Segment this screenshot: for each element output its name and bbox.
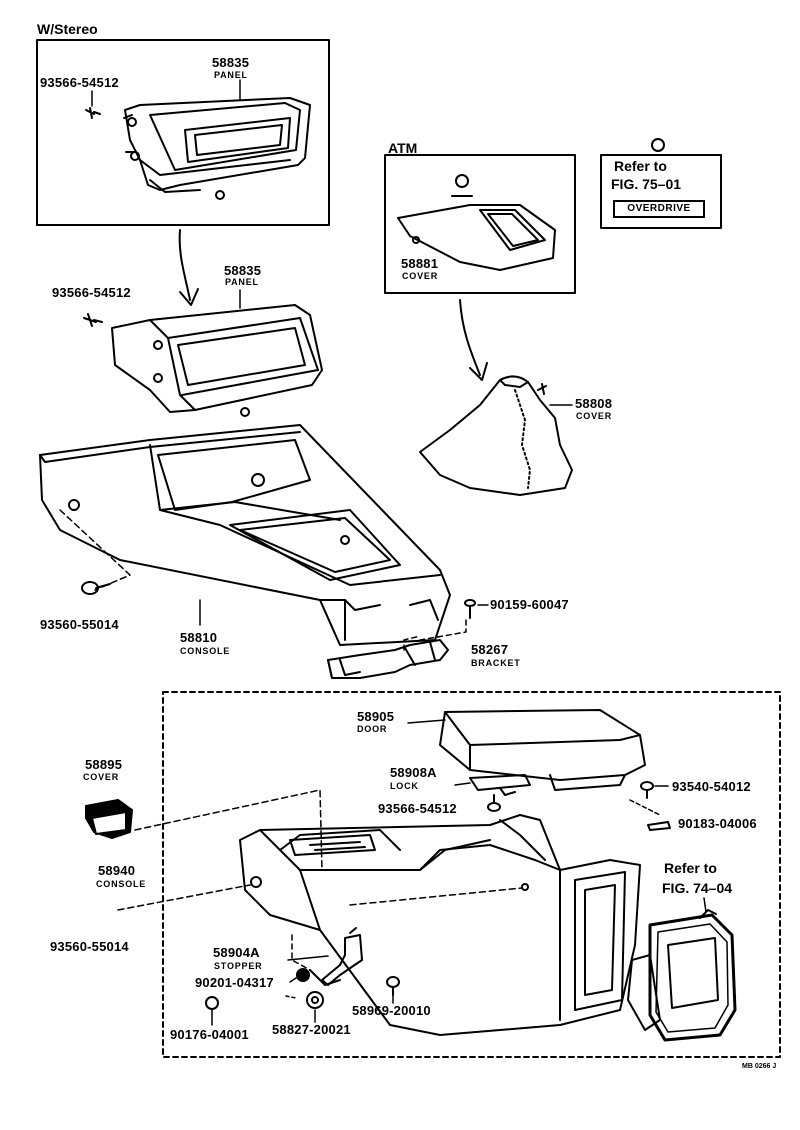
part-number-93566-top: 93566-54512 xyxy=(40,75,119,90)
atm-heading: ATM xyxy=(388,140,418,156)
part-number-58810: 58810 xyxy=(180,630,218,645)
stereo-box xyxy=(36,39,330,226)
atm-cover-drawing xyxy=(397,174,556,271)
stopper-58904a-drawing xyxy=(309,927,363,986)
part-number-90176: 90176-04001 xyxy=(170,1027,249,1042)
part-number-93560-low: 93560-55014 xyxy=(50,939,129,954)
part-number-58908a: 58908A xyxy=(390,765,437,780)
shift-boot-58808-drawing xyxy=(419,375,573,496)
arrow-down-2 xyxy=(459,299,481,376)
part-number-58905: 58905 xyxy=(357,709,395,724)
part-number-58969: 58969-20010 xyxy=(352,1003,431,1018)
arrow-down-1 xyxy=(178,229,191,301)
screw-icon xyxy=(85,107,101,119)
screw-icon xyxy=(464,599,476,619)
part-name-lock: LOCK xyxy=(390,781,419,791)
screw-icon xyxy=(81,581,111,595)
part-name-panel-top: PANEL xyxy=(214,70,248,80)
part-name-bracket: BRACKET xyxy=(471,658,521,668)
part-name-console-58940: CONSOLE xyxy=(96,879,147,889)
screw-icon xyxy=(386,976,400,996)
screw-icon xyxy=(640,781,654,799)
part-name-cover-58808: COVER xyxy=(576,411,613,421)
part-number-90201: 90201-04317 xyxy=(195,975,274,990)
screw-icon xyxy=(487,794,501,812)
part-number-58808: 58808 xyxy=(575,396,613,411)
refer-fig-75: FIG. 75–01 xyxy=(611,176,682,192)
part-number-93540: 93540-54012 xyxy=(672,779,751,794)
part-number-90159: 90159-60047 xyxy=(490,597,569,612)
door-58905-drawing xyxy=(439,709,646,791)
diagram-code: MB 0266 J xyxy=(742,1063,777,1070)
lock-58908a-drawing xyxy=(469,774,531,796)
part-number-58827: 58827-20021 xyxy=(272,1022,351,1037)
screw-icon xyxy=(83,313,103,327)
grommet-icon xyxy=(205,996,219,1010)
part-number-58940: 58940 xyxy=(98,863,136,878)
refer-text-75: Refer to xyxy=(614,158,667,174)
mid-panel-drawing xyxy=(111,304,323,417)
lower-assembly-box xyxy=(162,691,781,1058)
grommet-icon xyxy=(306,991,324,1009)
part-number-58904a: 58904A xyxy=(213,945,260,960)
refer-fig-74: FIG. 74–04 xyxy=(662,880,733,896)
refer-box-75 xyxy=(600,154,722,229)
part-name-cover-58895: COVER xyxy=(83,772,120,782)
overdrive-badge: OVERDRIVE xyxy=(613,200,705,218)
part-number-58835-top: 58835 xyxy=(212,55,250,70)
bracket-58267-drawing xyxy=(327,639,449,679)
part-name-door: DOOR xyxy=(357,724,388,734)
console-58810-drawing xyxy=(39,424,451,646)
nut-icon xyxy=(296,968,310,982)
cover-58895-drawing xyxy=(85,799,133,839)
part-number-58881: 58881 xyxy=(401,256,439,271)
stereo-panel-drawing xyxy=(123,97,311,200)
part-number-93560-top: 93560-55014 xyxy=(40,617,119,632)
part-number-93566-mid: 93566-54512 xyxy=(52,285,131,300)
refer-text-74: Refer to xyxy=(664,860,717,876)
console-58940-drawing xyxy=(239,814,641,1036)
part-name-stopper: STOPPER xyxy=(214,961,263,971)
atm-box xyxy=(384,154,576,294)
w-stereo-heading: W/Stereo xyxy=(37,21,98,37)
part-name-console-58810: CONSOLE xyxy=(180,646,231,656)
part-number-58895: 58895 xyxy=(85,757,123,772)
part-number-93566-low: 93566-54512 xyxy=(378,801,457,816)
screw-icon xyxy=(537,383,547,395)
part-number-90183: 90183-04006 xyxy=(678,816,757,831)
part-number-58267: 58267 xyxy=(471,642,509,657)
part-name-panel-mid: PANEL xyxy=(225,277,259,287)
refer-part-74-drawing xyxy=(627,909,737,1042)
clip-icon xyxy=(647,821,671,831)
part-name-cover-58881: COVER xyxy=(402,271,439,281)
part-number-58835-mid: 58835 xyxy=(224,263,262,278)
